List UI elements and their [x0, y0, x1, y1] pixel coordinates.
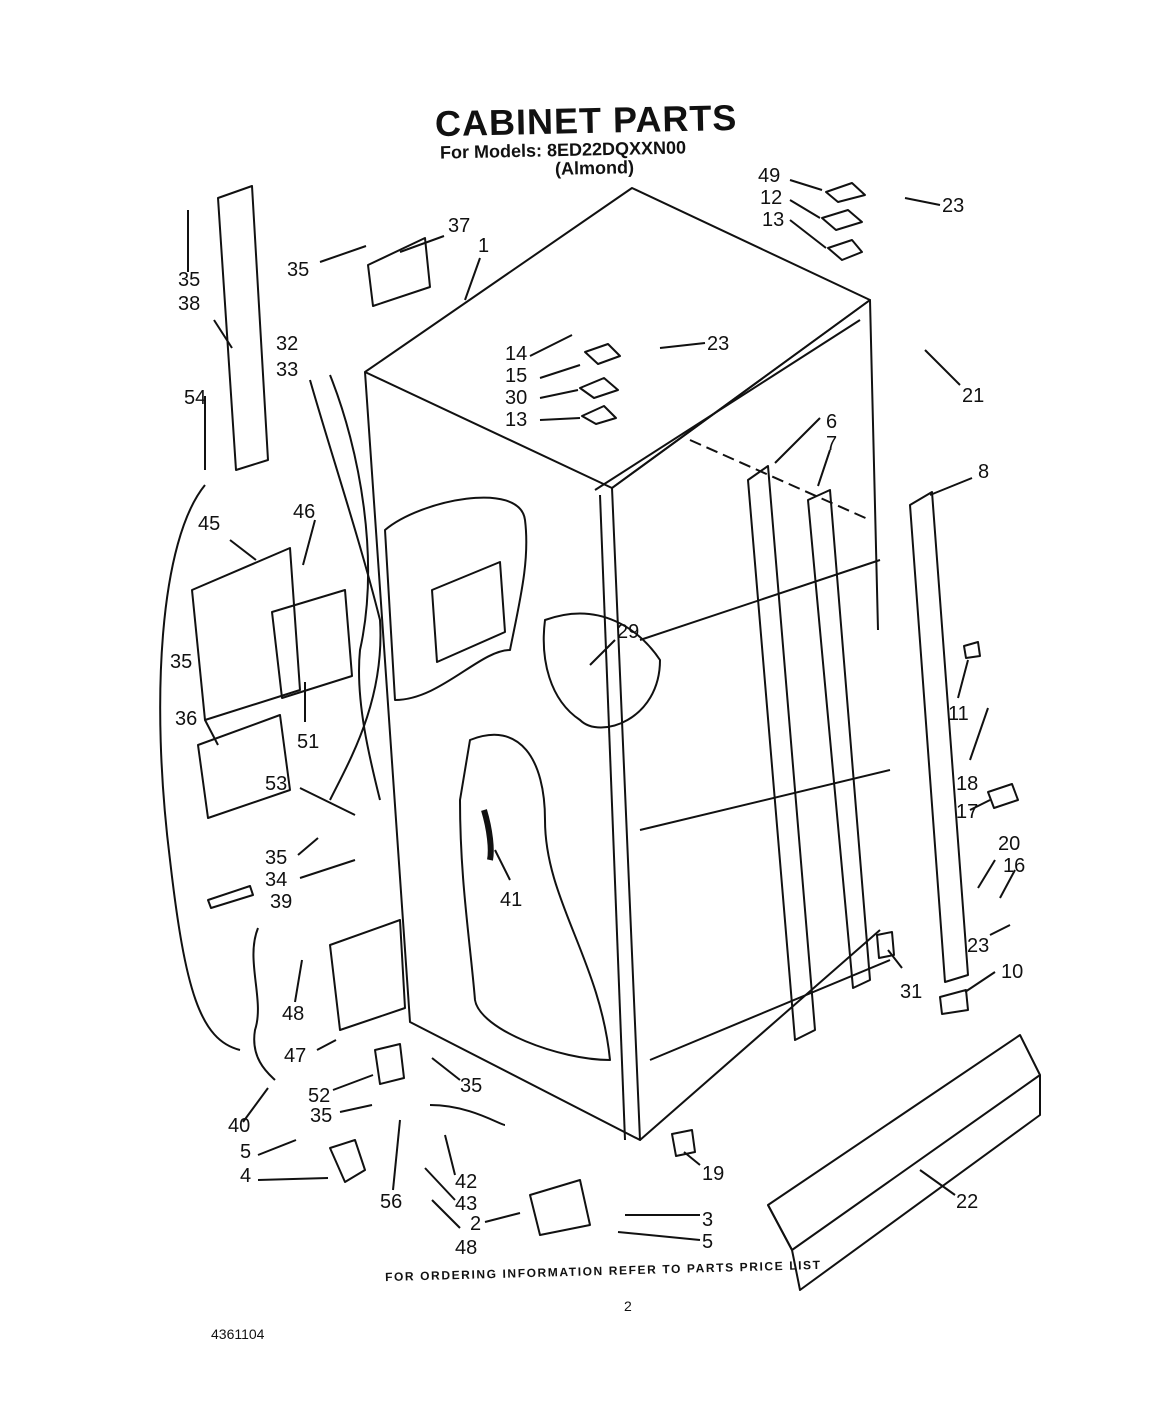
callout-label: 35 [287, 259, 309, 281]
callout-label: 53 [265, 773, 287, 795]
callout-label: 13 [505, 409, 527, 431]
callout-label: 47 [284, 1045, 306, 1067]
panel-36 [197, 714, 291, 819]
callout-label: 6 [826, 411, 837, 433]
trim-6 [747, 465, 816, 1041]
callout-label: 54 [184, 387, 206, 409]
document-number: 4361104 [211, 1326, 265, 1342]
trim-7 [807, 489, 871, 989]
part-39 [207, 885, 254, 909]
callout-label: 43 [455, 1193, 477, 1215]
hinge-15 [584, 343, 621, 365]
callout-label: 49 [758, 165, 780, 187]
cabinet-back-edge [611, 299, 879, 631]
callout-label: 10 [1001, 961, 1023, 983]
side-cutout-lower [459, 733, 611, 1061]
callout-label: 48 [282, 1003, 304, 1025]
trim-38 [217, 185, 269, 471]
callout-label: 5 [702, 1231, 713, 1253]
callout-label: 32 [276, 333, 298, 355]
callout-label: 23 [942, 195, 964, 217]
callout-label: 40 [228, 1115, 250, 1137]
panel-47 [329, 919, 406, 1031]
part-10 [939, 989, 969, 1015]
evap-46 [271, 589, 353, 699]
back-cutout [542, 612, 661, 729]
callout-label: 34 [265, 869, 287, 891]
roller-2 [529, 1179, 591, 1236]
part-19 [671, 1129, 696, 1157]
page-number: 2 [624, 1298, 632, 1314]
roller-4 [329, 1139, 366, 1183]
callout-label: 3 [702, 1209, 713, 1231]
callout-label: 37 [448, 215, 470, 237]
part-11 [963, 641, 981, 659]
callout-label: 19 [702, 1163, 724, 1185]
callout-label: 48 [455, 1237, 477, 1259]
callout-label: 35 [178, 269, 200, 291]
side-cutout-upper [384, 496, 528, 701]
callout-label: 12 [760, 187, 782, 209]
part-17 [987, 783, 1019, 809]
heater-45 [191, 547, 301, 721]
callout-label: 8 [978, 461, 989, 483]
callout-label: 11 [948, 703, 969, 725]
callout-label: 4 [240, 1165, 251, 1187]
callout-label: 16 [1003, 855, 1025, 877]
part-41 [481, 809, 494, 861]
callout-label: 35 [170, 651, 192, 673]
part-52 [374, 1043, 405, 1085]
cabinet-side [364, 371, 641, 1141]
part-31 [876, 931, 895, 959]
callout-label: 23 [707, 333, 729, 355]
callout-label: 35 [460, 1075, 482, 1097]
trim-8 [909, 491, 969, 983]
callout-label: 38 [178, 293, 200, 315]
callout-label: 5 [240, 1141, 251, 1163]
hinge-49 [825, 182, 866, 203]
callout-label: 35 [265, 847, 287, 869]
callout-label: 33 [276, 359, 298, 381]
callout-label: 17 [956, 801, 978, 823]
callout-label: 45 [198, 513, 220, 535]
grille-22 [767, 1034, 1041, 1251]
callout-label: 21 [962, 385, 984, 407]
callout-label: 41 [500, 889, 522, 911]
callout-label: 14 [505, 343, 527, 365]
callout-label: 18 [956, 773, 978, 795]
callout-labels: 35 38 37 35 1 49 12 13 23 14 15 30 13 23… [170, 165, 1025, 1259]
callout-label: 30 [505, 387, 527, 409]
callout-label: 31 [900, 981, 922, 1003]
callout-label: 13 [762, 209, 784, 231]
callout-label: 29 [617, 621, 639, 643]
callout-label: 23 [967, 935, 989, 957]
callout-label: 7 [826, 433, 837, 455]
part-37 [367, 237, 431, 307]
callout-label: 52 [308, 1085, 330, 1107]
callout-label: 20 [998, 833, 1020, 855]
callout-label: 1 [478, 235, 489, 257]
callout-label: 35 [310, 1105, 332, 1127]
callout-label: 36 [175, 708, 197, 730]
callout-label: 46 [293, 501, 315, 523]
callout-label: 56 [380, 1191, 402, 1213]
callout-label: 42 [455, 1171, 477, 1193]
callout-label: 39 [270, 891, 292, 913]
callout-label: 15 [505, 365, 527, 387]
callout-label: 22 [956, 1191, 978, 1213]
callout-label: 2 [470, 1213, 481, 1235]
callout-label: 51 [297, 731, 319, 753]
